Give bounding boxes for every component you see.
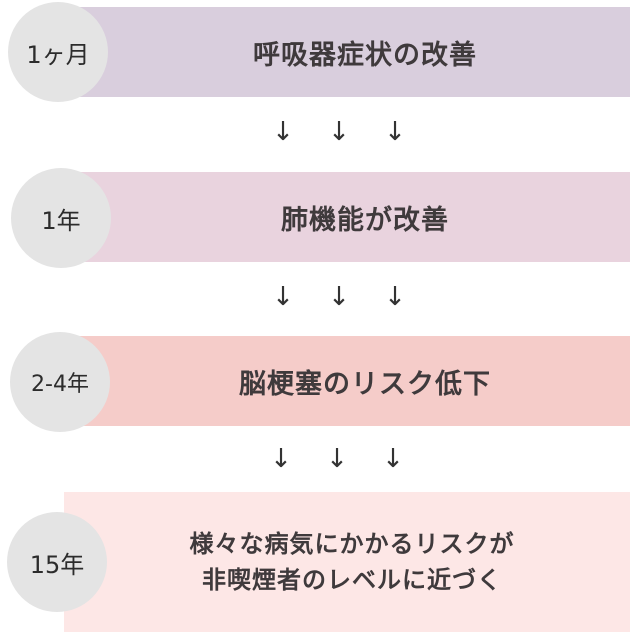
down-arrow-icon: ↓ [328, 282, 350, 312]
timeline-step-3-period: 2-4年 [10, 332, 110, 432]
down-arrow-icon: ↓ [272, 117, 294, 147]
timeline-step-2-period: 1年 [11, 168, 111, 268]
down-arrow-icon: ↓ [272, 282, 294, 312]
down-arrows-3: ↓ ↓ ↓ [270, 446, 404, 472]
down-arrow-icon: ↓ [384, 282, 406, 312]
timeline-step-1-period: 1ヶ月 [8, 2, 108, 102]
down-arrow-icon: ↓ [382, 444, 404, 474]
down-arrow-icon: ↓ [384, 117, 406, 147]
down-arrows-2: ↓ ↓ ↓ [272, 284, 406, 310]
timeline-step-1-band: 呼吸器症状の改善 [70, 7, 630, 97]
timeline-step-4-text: 様々な病気にかかるリスクが 非喫煙者のレベルに近づく [189, 530, 515, 594]
down-arrow-icon: ↓ [270, 444, 292, 474]
down-arrow-icon: ↓ [328, 117, 350, 147]
timeline-step-4-period: 15年 [7, 512, 107, 612]
timeline-step-2-text: 肺機能が改善 [281, 204, 449, 236]
down-arrows-1: ↓ ↓ ↓ [272, 119, 406, 145]
timeline-step-2-band: 肺機能が改善 [70, 172, 630, 262]
timeline-step-3-band: 脳梗塞のリスク低下 [70, 336, 630, 426]
timeline-step-1-text: 呼吸器症状の改善 [253, 39, 477, 71]
timeline-step-4-band: 様々な病気にかかるリスクが 非喫煙者のレベルに近づく [64, 492, 630, 632]
timeline-step-3-text: 脳梗塞のリスク低下 [239, 368, 491, 400]
down-arrow-icon: ↓ [326, 444, 348, 474]
